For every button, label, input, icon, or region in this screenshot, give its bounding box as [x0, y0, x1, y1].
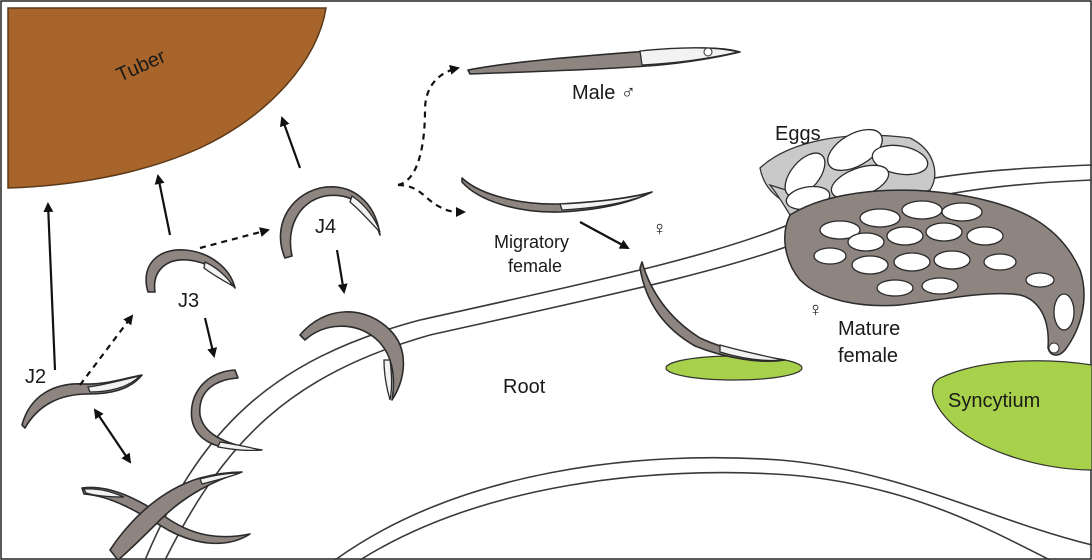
- j3-worm: [146, 250, 235, 292]
- syncytium-label: Syncytium: [948, 390, 1040, 412]
- migratory-female-label-line1: Migratory: [494, 232, 569, 252]
- mature-female-label-line1: Mature: [838, 318, 900, 340]
- male-worm: [468, 48, 740, 74]
- j2-label: J2: [25, 366, 46, 388]
- worm-lower-2: [110, 472, 242, 560]
- syncytium-large: [932, 361, 1092, 470]
- mature-female-label-line2: female: [838, 345, 898, 367]
- migratory-female-worm: [462, 178, 652, 212]
- female-symbol-mature: ♀: [808, 299, 823, 321]
- j4-worm-lower: [300, 312, 403, 400]
- female-symbol-migratory: ♀: [652, 218, 667, 240]
- j4-label: J4: [315, 216, 336, 238]
- eggs-label: Eggs: [775, 123, 821, 145]
- j3-worm-lower: [191, 370, 262, 450]
- tuber: [8, 8, 326, 188]
- migratory-female-label-line2: female: [508, 256, 562, 276]
- j3-label: J3: [178, 290, 199, 312]
- male-label: Male ♂: [572, 82, 636, 104]
- root-label: Root: [503, 376, 546, 398]
- attached-female-worm: [640, 262, 785, 361]
- mature-female-body: [785, 190, 1084, 355]
